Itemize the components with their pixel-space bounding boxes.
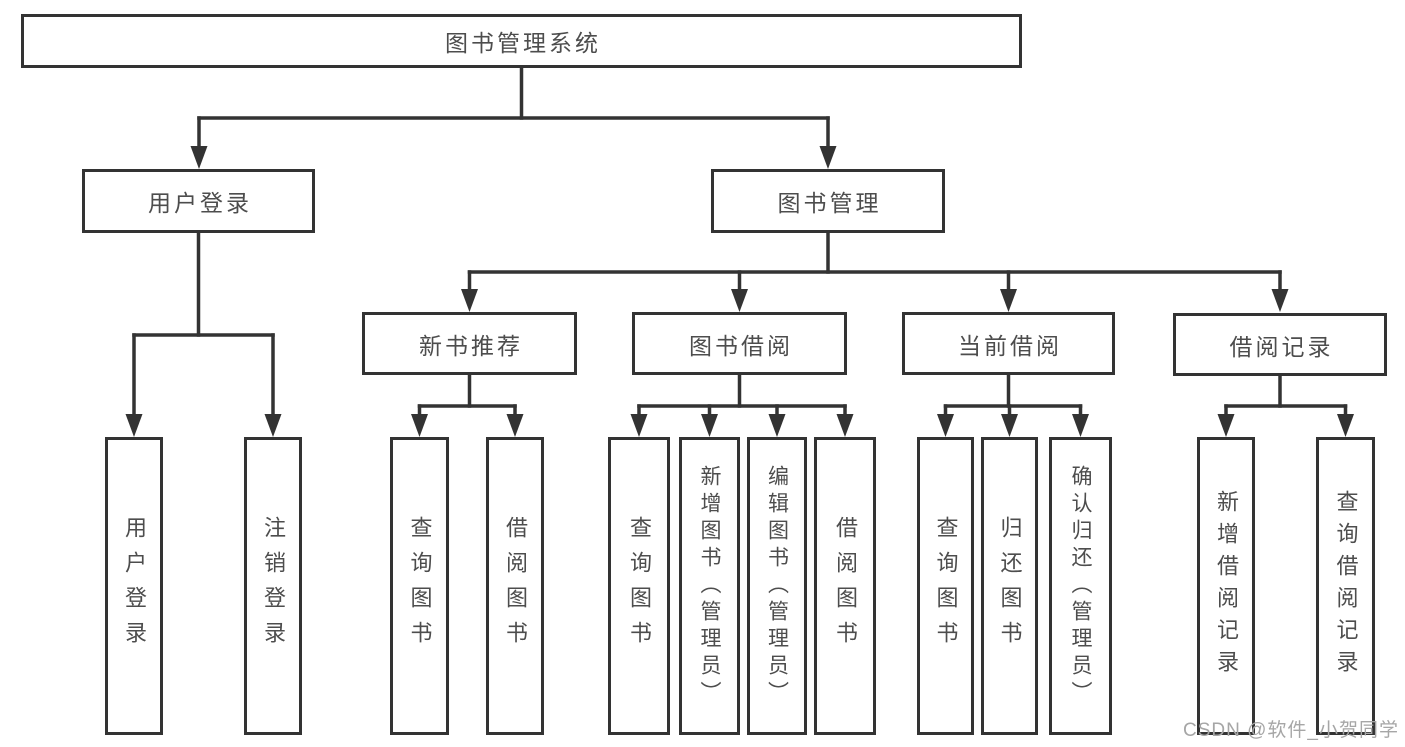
node-book-management-label: 图书管理 [777,190,882,216]
arrowhead-down-icon [461,289,478,312]
leaf-newbook-borrow-book-label: 借阅图书 [503,516,528,656]
leaf-user-login-label: 用户登录 [122,516,147,656]
leaf-borrow-borrow-book: 借阅图书 [814,437,876,735]
arrowhead-down-icon [1271,289,1289,312]
arrowhead-down-icon [125,414,143,437]
leaf-borrow-edit-book-admin-label: 编辑图书（管理员） [765,464,789,708]
leaf-current-confirm-return-admin-label: 确认归还（管理员） [1069,464,1092,708]
leaf-records-query-record: 查询借阅记录 [1316,437,1375,735]
arrowhead-down-icon [836,414,854,437]
leaf-records-add-record-label: 新增借阅记录 [1214,490,1239,682]
node-borrow-records: 借阅记录 [1173,313,1387,376]
leaf-newbook-query-book: 查询图书 [390,437,449,735]
leaf-borrow-add-book-admin-label: 新增图书（管理员） [698,464,721,708]
leaf-borrow-edit-book-admin: 编辑图书（管理员） [747,437,807,735]
arrowhead-down-icon [1217,414,1235,437]
node-new-book-recommend: 新书推荐 [362,312,577,375]
arrowhead-down-icon [264,414,282,437]
leaf-borrow-query-book: 查询图书 [608,437,670,735]
node-user-login-label: 用户登录 [148,190,252,216]
leaf-borrow-add-book-admin: 新增图书（管理员） [679,437,740,735]
leaf-current-confirm-return-admin: 确认归还（管理员） [1049,437,1112,735]
arrowhead-down-icon [506,414,524,437]
node-current-borrow: 当前借阅 [902,312,1115,375]
leaf-records-query-record-label: 查询借阅记录 [1333,490,1359,682]
arrowhead-down-icon [1072,414,1089,437]
arrowhead-down-icon [937,414,954,437]
arrowhead-down-icon [1001,414,1018,437]
arrowhead-down-icon [1000,289,1017,312]
node-book-borrow-label: 图书借阅 [689,332,793,359]
node-new-book-recommend-label: 新书推荐 [419,332,523,359]
arrowhead-down-icon [190,146,208,169]
arrowhead-down-icon [701,414,718,437]
leaf-newbook-query-book-label: 查询图书 [407,516,433,656]
leaf-borrow-borrow-book-label: 借阅图书 [833,516,858,656]
leaf-newbook-borrow-book: 借阅图书 [486,437,544,735]
node-book-borrow: 图书借阅 [632,312,847,375]
arrowhead-down-icon [819,146,837,169]
leaf-borrow-query-book-label: 查询图书 [627,516,652,656]
leaf-current-query-book: 查询图书 [917,437,974,735]
arrowhead-down-icon [1337,414,1354,437]
node-root-label: 图书管理系统 [445,30,601,56]
leaf-current-query-book-label: 查询图书 [933,516,959,656]
node-root: 图书管理系统 [21,14,1022,68]
arrowhead-down-icon [768,414,786,437]
leaf-current-return-book-label: 归还图书 [997,516,1023,656]
csdn-watermark: CSDN @软件_小贺同学 [1183,720,1399,741]
node-current-borrow-label: 当前借阅 [958,332,1062,359]
leaf-logout-label: 注销登录 [261,516,286,656]
node-borrow-records-label: 借阅记录 [1229,333,1334,360]
node-book-management: 图书管理 [711,169,945,233]
leaf-user-login: 用户登录 [105,437,163,735]
leaf-logout: 注销登录 [244,437,302,735]
node-user-login: 用户登录 [82,169,315,233]
leaf-current-return-book: 归还图书 [981,437,1038,735]
leaf-records-add-record: 新增借阅记录 [1197,437,1255,735]
arrowhead-down-icon [411,414,428,437]
arrowhead-down-icon [630,414,648,437]
arrowhead-down-icon [731,289,748,312]
